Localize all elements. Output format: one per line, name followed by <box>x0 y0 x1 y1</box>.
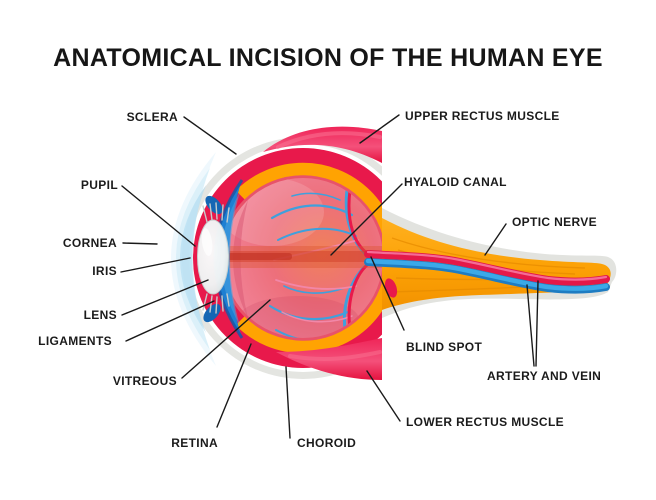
artery-leader-line <box>526 284 535 367</box>
label-iris: IRIS <box>92 264 117 278</box>
optic-nerve-shape <box>364 208 617 318</box>
optic-nerve-leader-line <box>484 223 507 256</box>
label-retina: RETINA <box>171 436 218 450</box>
cornea-halo <box>171 152 216 366</box>
hyaloid-leader-line <box>330 183 403 256</box>
lens-leader-line <box>121 279 209 316</box>
leader-lines <box>120 114 539 439</box>
hyaloid-canal-band <box>223 246 383 268</box>
artery-stripe-highlight <box>366 250 608 281</box>
ligament-fibers <box>202 202 230 314</box>
label-ligaments: LIGAMENTS <box>38 334 112 348</box>
label-vitreous: VITREOUS <box>112 374 177 388</box>
blind-spot-leader-line <box>370 256 405 331</box>
label-artery-and-vein: ARTERY AND VEIN <box>487 369 602 383</box>
vein-stripe-highlight <box>365 258 609 291</box>
ligaments-leader-line <box>125 300 215 342</box>
lower-rectus-leader-line <box>366 370 401 422</box>
upper-rectus-muscle-shape <box>263 126 382 163</box>
cornea-leader-line <box>122 242 158 245</box>
iris-leader-line <box>120 257 191 273</box>
choroid-leader-line <box>285 366 291 439</box>
label-pupil: PUPIL <box>80 178 118 192</box>
label-choroid: CHOROID <box>297 436 357 450</box>
label-blind-spot: BLIND SPOT <box>406 340 483 354</box>
label-lower-rectus-muscle: LOWER RECTUS MUSCLE <box>406 415 564 429</box>
page-title: ANATOMICAL INCISION OF THE HUMAN EYE <box>53 44 603 72</box>
lower-rectus-muscle-shape <box>276 338 382 380</box>
sclera-leader-line <box>183 116 237 155</box>
label-hyaloid-canal: HYALOID CANAL <box>404 175 507 189</box>
lens-shape <box>197 219 229 295</box>
label-optic-nerve: OPTIC NERVE <box>512 215 597 229</box>
label-sclera: SCLERA <box>126 110 178 124</box>
vein-leader-line <box>535 280 539 367</box>
pupil-leader-line <box>121 185 196 247</box>
label-lens: LENS <box>83 308 117 322</box>
label-cornea: CORNEA <box>62 236 117 250</box>
retina-leader-line <box>216 343 252 428</box>
label-upper-rectus-muscle: UPPER RECTUS MUSCLE <box>405 109 560 123</box>
artery-stripe <box>364 250 610 286</box>
vitreous-leader-line <box>181 299 271 379</box>
upper-rectus-leader-line <box>359 114 400 144</box>
